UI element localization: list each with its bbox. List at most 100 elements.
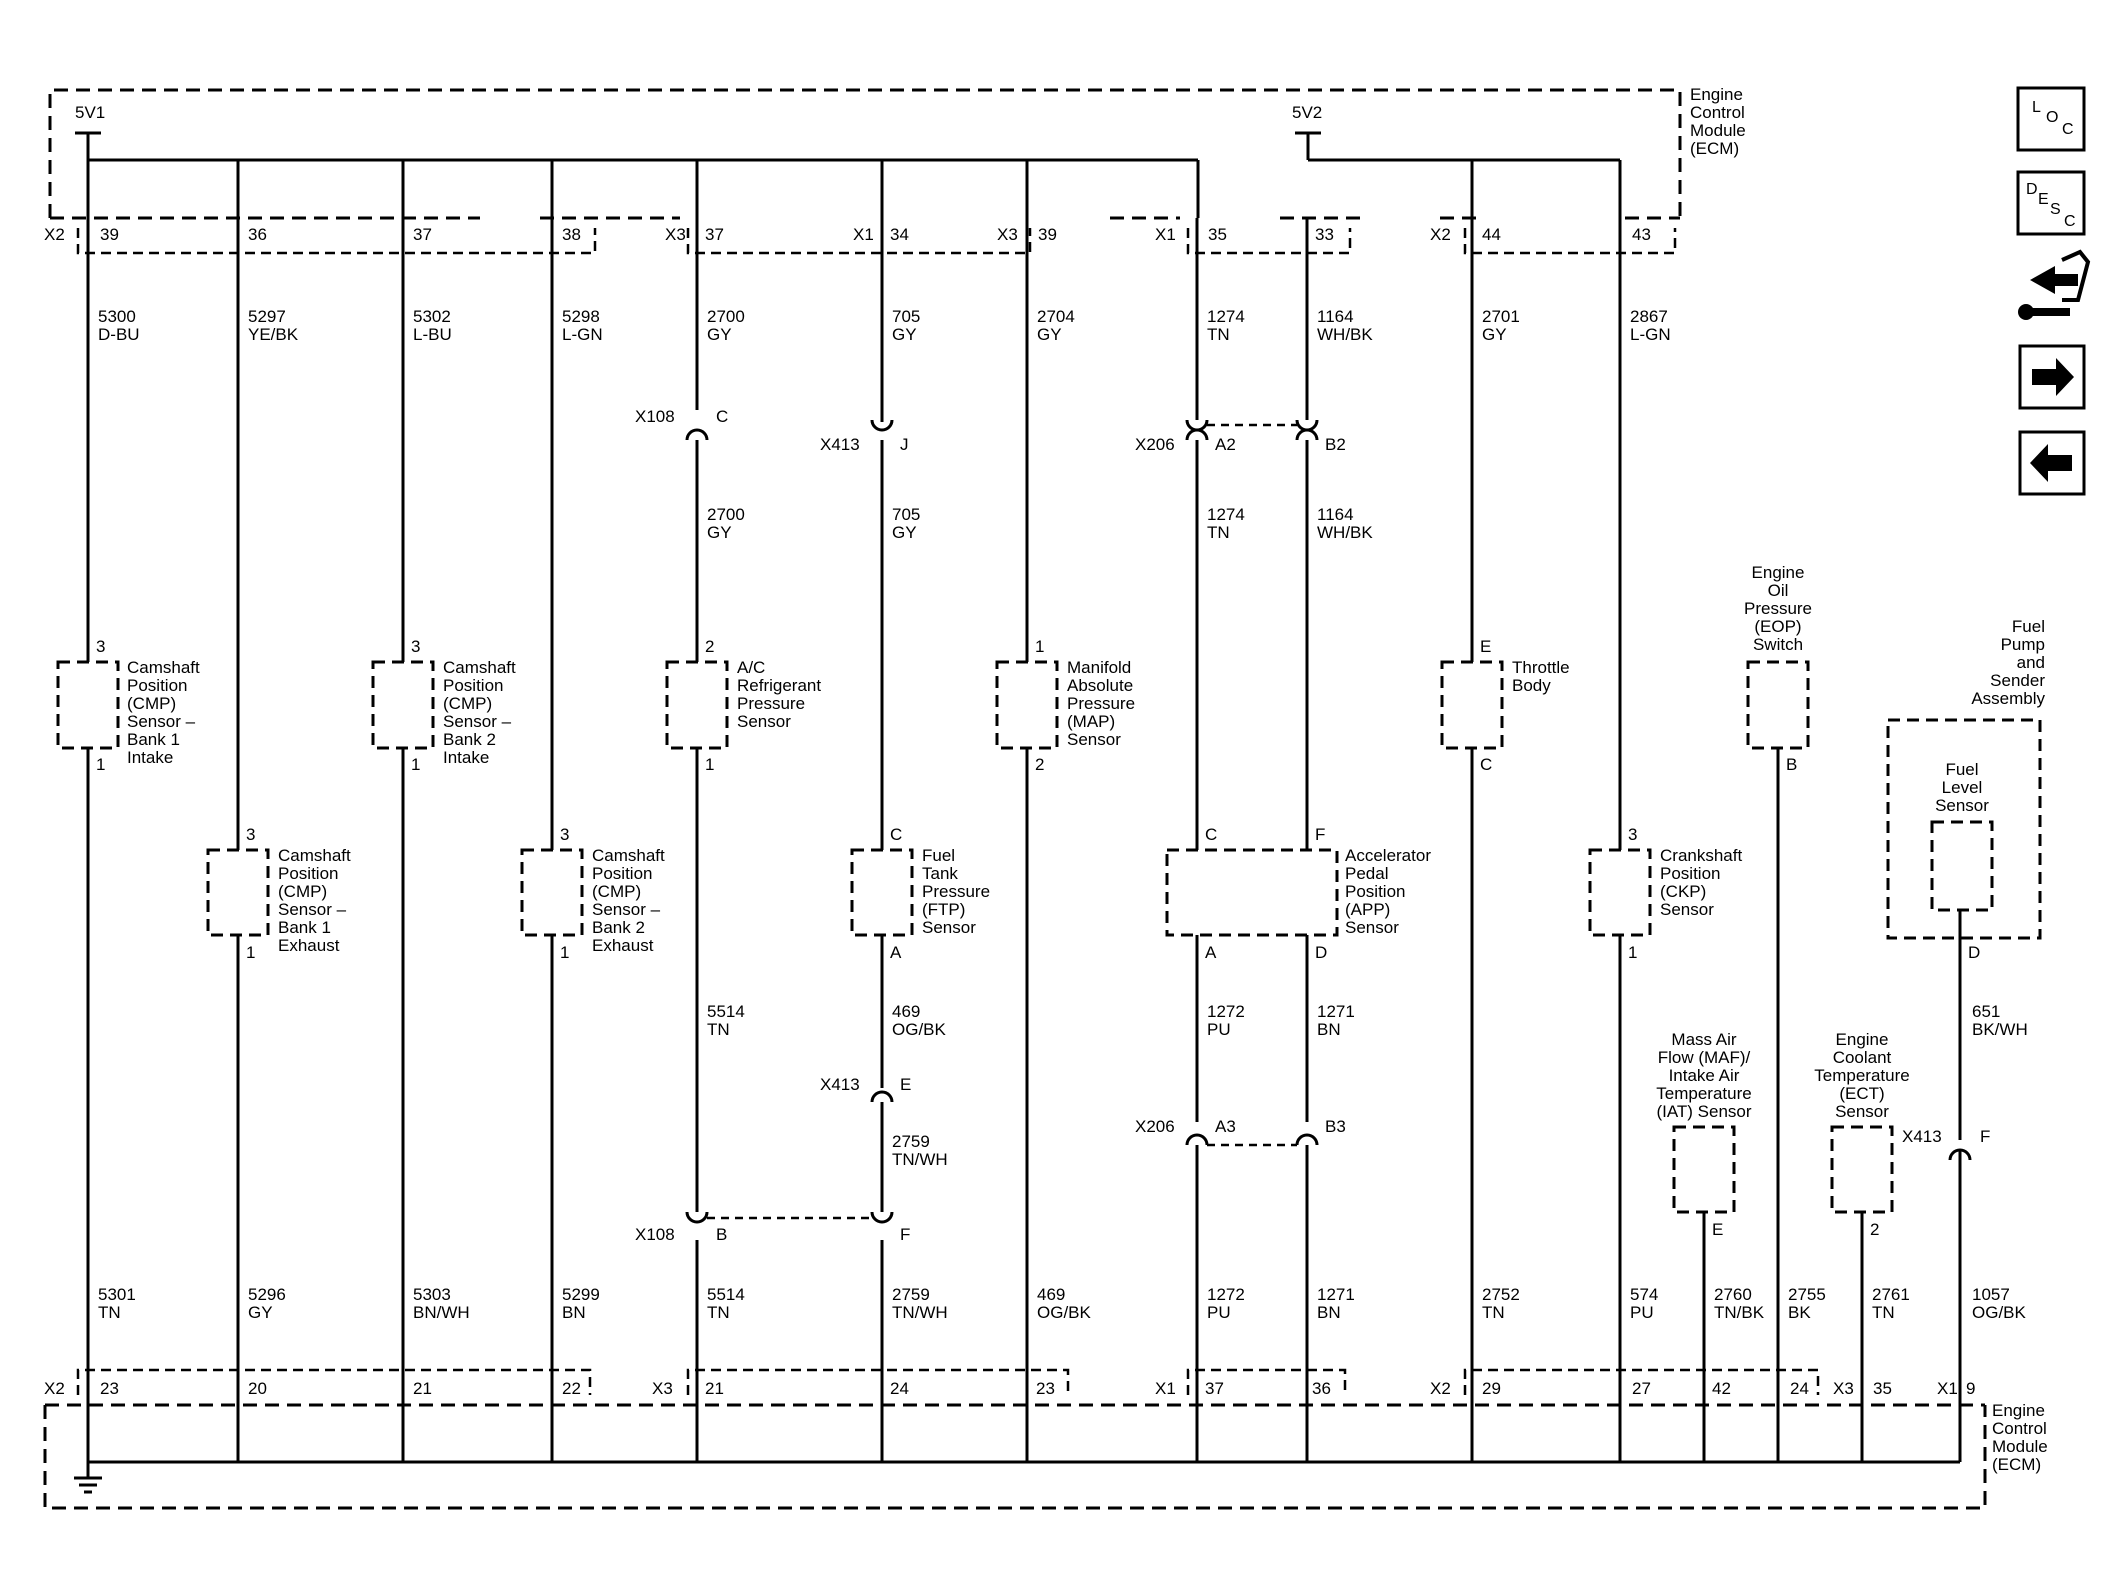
desc-button[interactable]: D E S C [2016, 170, 2086, 236]
svg-text:Sensor: Sensor [1935, 796, 1989, 815]
back-button[interactable] [2018, 430, 2086, 496]
svg-text:(CMP): (CMP) [127, 694, 176, 713]
component-pin: C [1480, 755, 1492, 774]
connector-label: X1 [1155, 1379, 1176, 1398]
connector-pin: J [900, 435, 909, 454]
wire-circuit: 5514 [707, 1285, 745, 1304]
next-button[interactable] [2018, 344, 2086, 410]
pin-number: 37 [705, 225, 724, 244]
component-pins: 3 1 3 1 3 1 3 1 2 1 1 2 C A C F A D E C … [96, 637, 1980, 1239]
pin-number: 21 [413, 1379, 432, 1398]
wire-circuit: 1271 [1317, 1285, 1355, 1304]
wire-circuit: 5300 [98, 307, 136, 326]
svg-text:Pressure: Pressure [1067, 694, 1135, 713]
wire-color: L-GN [562, 325, 603, 344]
wire-circuit: 705 [892, 307, 920, 326]
svg-text:Position: Position [127, 676, 187, 695]
wire-circuit: 1274 [1207, 505, 1245, 524]
svg-text:(CMP): (CMP) [443, 694, 492, 713]
wire-circuit: 2700 [707, 307, 745, 326]
wire-circuit: 5297 [248, 307, 286, 326]
component-pin: 2 [1870, 1220, 1879, 1239]
svg-text:(MAP): (MAP) [1067, 712, 1115, 731]
wire-circuit: 5301 [98, 1285, 136, 1304]
component-pin: 1 [411, 755, 420, 774]
ecm-label: Engine [1992, 1401, 2045, 1420]
component-pin: 1 [1035, 637, 1044, 656]
svg-text:Bank 1: Bank 1 [278, 918, 331, 937]
wire-color: GY [248, 1303, 273, 1322]
wire-color: PU [1207, 1020, 1231, 1039]
diagnostic-button[interactable] [2018, 249, 2091, 320]
pin-number: 43 [1632, 225, 1651, 244]
connector-label: X2 [1430, 225, 1451, 244]
connector-pin: B [716, 1225, 727, 1244]
pin-number: 35 [1873, 1379, 1892, 1398]
pin-number: 37 [413, 225, 432, 244]
ecm-bottom-module: Engine Control Module (ECM) X2 X3 X1 X2 … [43, 1368, 2048, 1510]
svg-text:Pressure: Pressure [737, 694, 805, 713]
svg-text:Temperature: Temperature [1656, 1084, 1751, 1103]
component-pin: A [890, 943, 902, 962]
pin-number: 20 [248, 1379, 267, 1398]
svg-text:Coolant: Coolant [1833, 1048, 1892, 1067]
connector-label: X413 [1902, 1127, 1942, 1146]
component-pin: C [1205, 825, 1217, 844]
svg-text:Exhaust: Exhaust [278, 936, 340, 955]
pin-number: 44 [1482, 225, 1501, 244]
loc-button[interactable]: L O C [2016, 86, 2086, 152]
component-pin: C [890, 825, 902, 844]
wire-color: TN [1207, 325, 1230, 344]
connector-label: X1 [1155, 225, 1176, 244]
pin-number: 39 [1038, 225, 1057, 244]
svg-text:Engine: Engine [1836, 1030, 1889, 1049]
svg-text:Position: Position [278, 864, 338, 883]
svg-text:Position: Position [443, 676, 503, 695]
svg-text:Sensor: Sensor [737, 712, 791, 731]
desc-letter: C [2064, 213, 2076, 230]
component-pin: E [1480, 637, 1491, 656]
svg-text:Assembly: Assembly [1971, 689, 2045, 708]
component-pin: 3 [560, 825, 569, 844]
svg-text:Intake Air: Intake Air [1669, 1066, 1740, 1085]
wire-circuit: 2867 [1630, 307, 1668, 326]
svg-text:Bank 2: Bank 2 [443, 730, 496, 749]
wire-color: TN/WH [892, 1150, 948, 1169]
svg-text:Camshaft: Camshaft [592, 846, 665, 865]
wire-color: OG/BK [892, 1020, 947, 1039]
wire-circuit: 2761 [1872, 1285, 1910, 1304]
pin-number: 34 [890, 225, 909, 244]
svg-text:Intake: Intake [127, 748, 173, 767]
connector-pin: F [1980, 1127, 1990, 1146]
wire-circuit: 1057 [1972, 1285, 2010, 1304]
pin-number: 29 [1482, 1379, 1501, 1398]
wire-color: YE/BK [248, 325, 299, 344]
desc-letter: S [2050, 201, 2061, 218]
wire-color: GY [707, 325, 732, 344]
wire-color: BN/WH [413, 1303, 470, 1322]
component-pin: D [1968, 943, 1980, 962]
wire-circuit: 1274 [1207, 307, 1245, 326]
component-pin: 3 [96, 637, 105, 656]
wire-color: WH/BK [1317, 325, 1373, 344]
wire-color: BK/WH [1972, 1020, 2028, 1039]
connector-label: X3 [665, 225, 686, 244]
connector-label: X413 [820, 435, 860, 454]
component-pin: 1 [1628, 943, 1637, 962]
component-pin: E [1712, 1220, 1723, 1239]
wire-color: TN/BK [1714, 1303, 1765, 1322]
ecm-label: (ECM) [1690, 139, 1739, 158]
component-pin: 2 [705, 637, 714, 656]
svg-text:A/C: A/C [737, 658, 765, 677]
wire-circuit: 5303 [413, 1285, 451, 1304]
svg-text:Sensor: Sensor [922, 918, 976, 937]
connector-pin: B3 [1325, 1117, 1346, 1136]
svg-text:Pressure: Pressure [1744, 599, 1812, 618]
